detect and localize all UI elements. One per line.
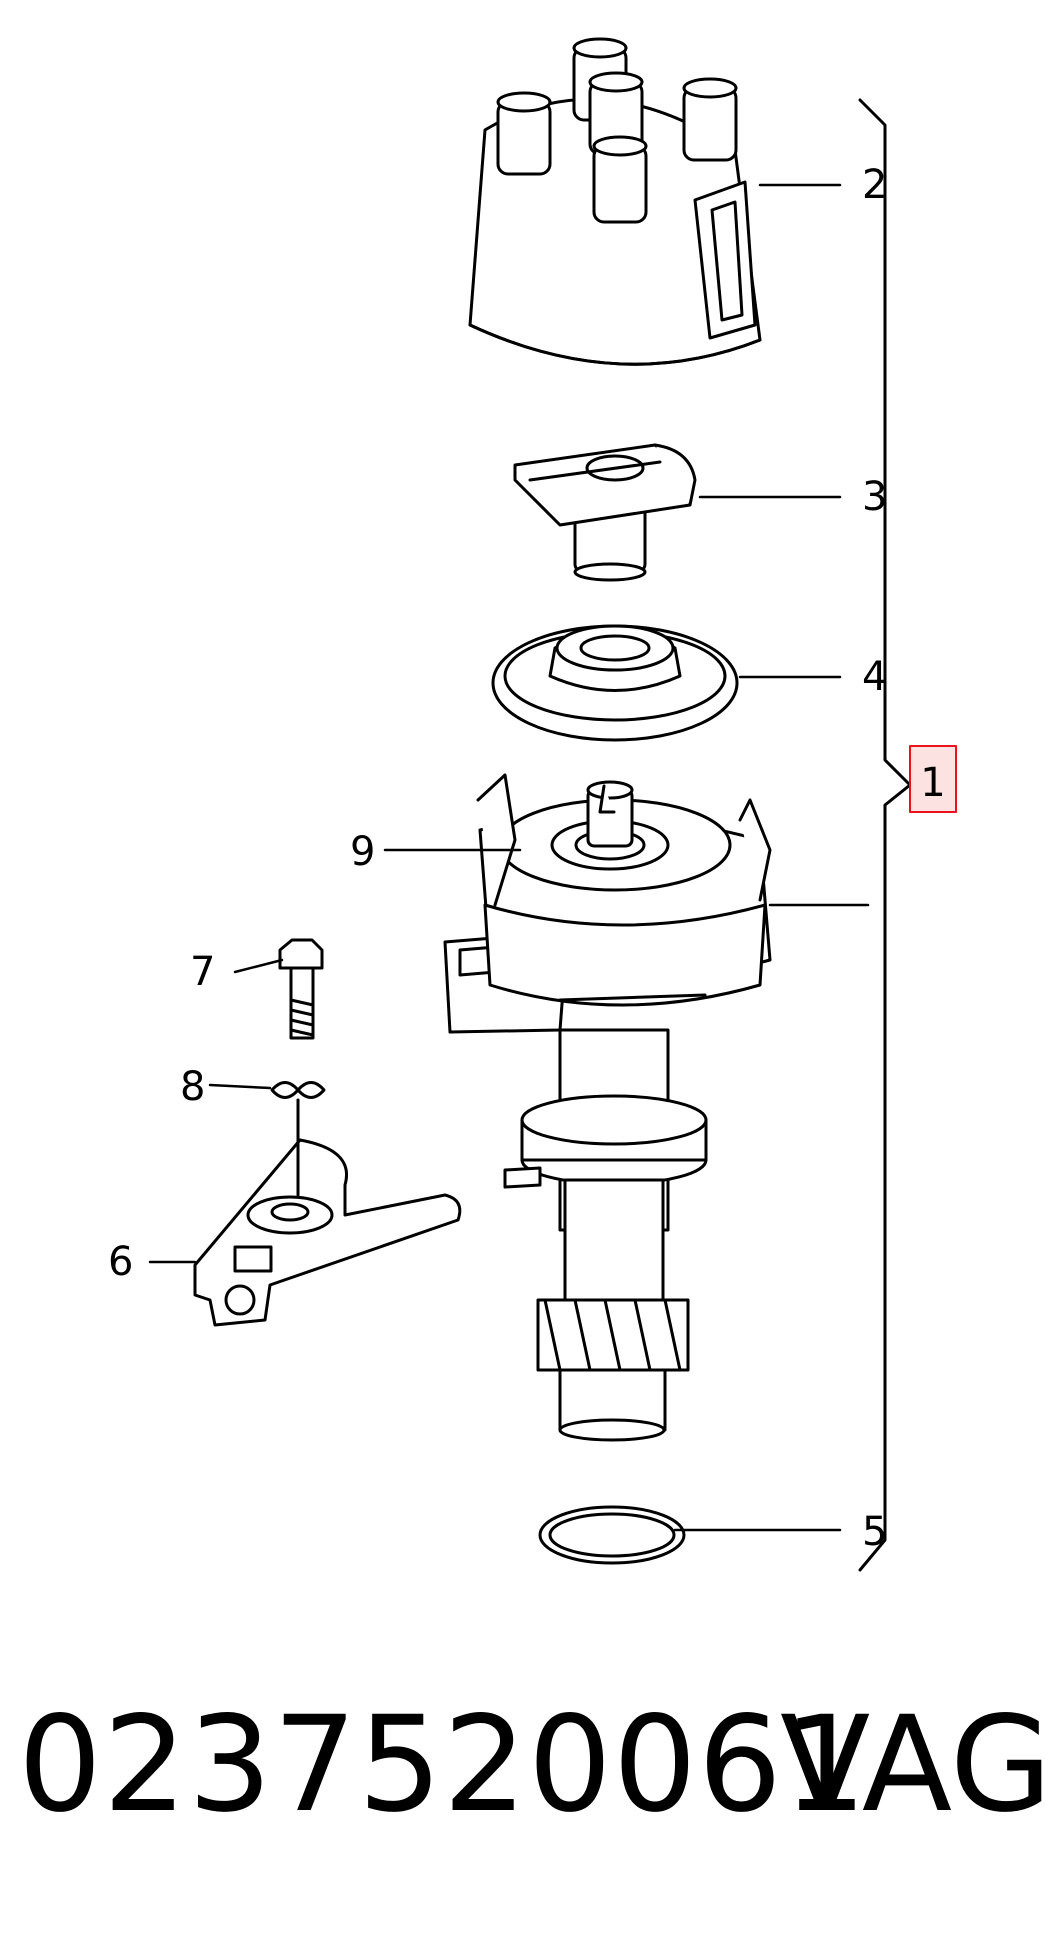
highlight-box <box>909 745 957 813</box>
brand: VAG <box>780 1688 1045 1842</box>
callout-9: 9 <box>350 829 375 875</box>
assembly-bracket <box>858 98 912 1572</box>
callout-4: 4 <box>862 654 887 700</box>
callout-5: 5 <box>862 1509 887 1555</box>
callout-1: 1 <box>920 760 945 806</box>
callout-7: 7 <box>190 949 215 995</box>
distributor-housing <box>443 773 772 1442</box>
rotor <box>513 443 697 582</box>
leader-lines <box>148 183 870 1532</box>
washer <box>270 1081 326 1197</box>
callout-6: 6 <box>108 1239 133 1285</box>
footer: 0237520061 VAG <box>0 1690 1045 1850</box>
callout-8: 8 <box>180 1064 205 1110</box>
callout-3: 3 <box>862 474 887 520</box>
callout-2: 2 <box>862 162 887 208</box>
distributor-cap <box>468 37 762 366</box>
o-ring <box>538 1505 686 1565</box>
clamp-bracket <box>193 1138 462 1327</box>
dust-seal <box>491 624 739 742</box>
callout-labels: 1 2 3 4 5 6 7 8 9 <box>108 162 946 1555</box>
bolt <box>278 938 324 1040</box>
part-number: 0237520061 <box>18 1688 868 1842</box>
